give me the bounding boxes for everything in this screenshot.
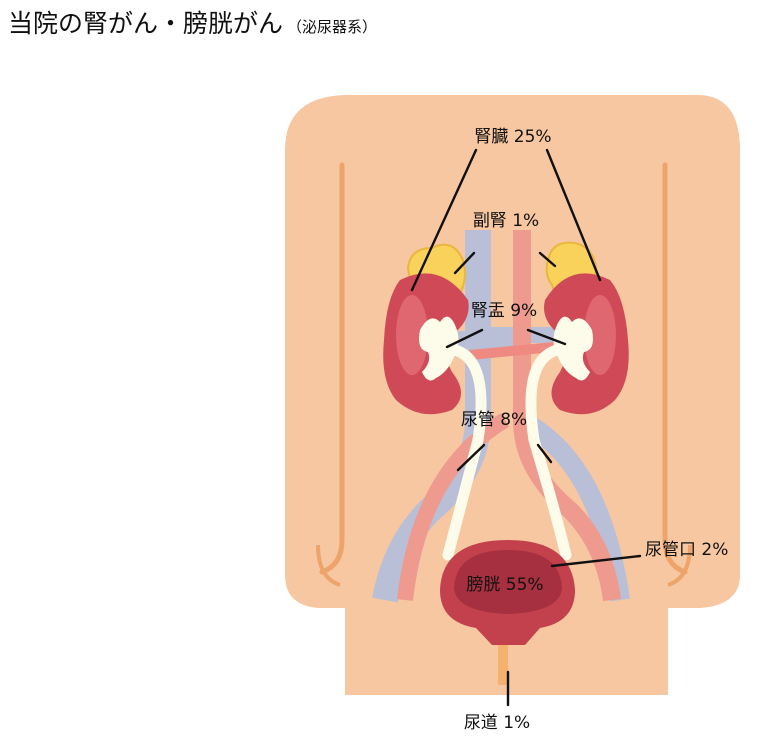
left-renal-pelvis <box>419 316 459 381</box>
label-renal-pelvis: 腎盂 9% <box>471 301 537 321</box>
label-ureteral-orifice: 尿管口 2% <box>645 540 728 560</box>
right-arm-line <box>662 162 688 575</box>
ureter-leader-left <box>456 443 486 472</box>
ureteral-orifice-leader <box>550 554 642 568</box>
renal-pelvis-leader-left <box>445 328 484 349</box>
label-bladder: 膀胱 55% <box>466 575 543 595</box>
bladder-inner <box>454 550 562 614</box>
kidney-leader-right <box>545 148 602 282</box>
ureter-leader-right <box>536 443 553 464</box>
left-hip-line <box>316 544 341 587</box>
left-ureter <box>442 344 487 561</box>
label-adrenal: 副腎 1% <box>473 211 539 231</box>
label-kidney: 腎臓 25% <box>474 127 551 147</box>
adrenal-leader-left <box>453 251 476 275</box>
right-kidney-lobe <box>584 295 616 375</box>
right-renal-pelvis <box>553 316 593 381</box>
kidney-leader-left <box>410 148 478 292</box>
title-main: 当院の腎がん・膀胱がん <box>8 9 284 38</box>
title-sub: （泌尿器系） <box>287 18 378 36</box>
left-iliac-artery <box>397 413 510 601</box>
renal-pelvis-leader-right <box>526 328 567 346</box>
right-hip-line <box>667 544 692 587</box>
left-kidney-lobe <box>396 295 428 375</box>
aorta <box>513 230 621 602</box>
page-title: 当院の腎がん・膀胱がん（泌尿器系） <box>8 4 377 40</box>
left-arm-line <box>319 162 345 575</box>
label-urethra: 尿道 1% <box>464 713 530 733</box>
right-ureter <box>525 344 572 561</box>
adrenal-leader-right <box>538 251 557 268</box>
label-ureter: 尿管 8% <box>461 410 527 430</box>
